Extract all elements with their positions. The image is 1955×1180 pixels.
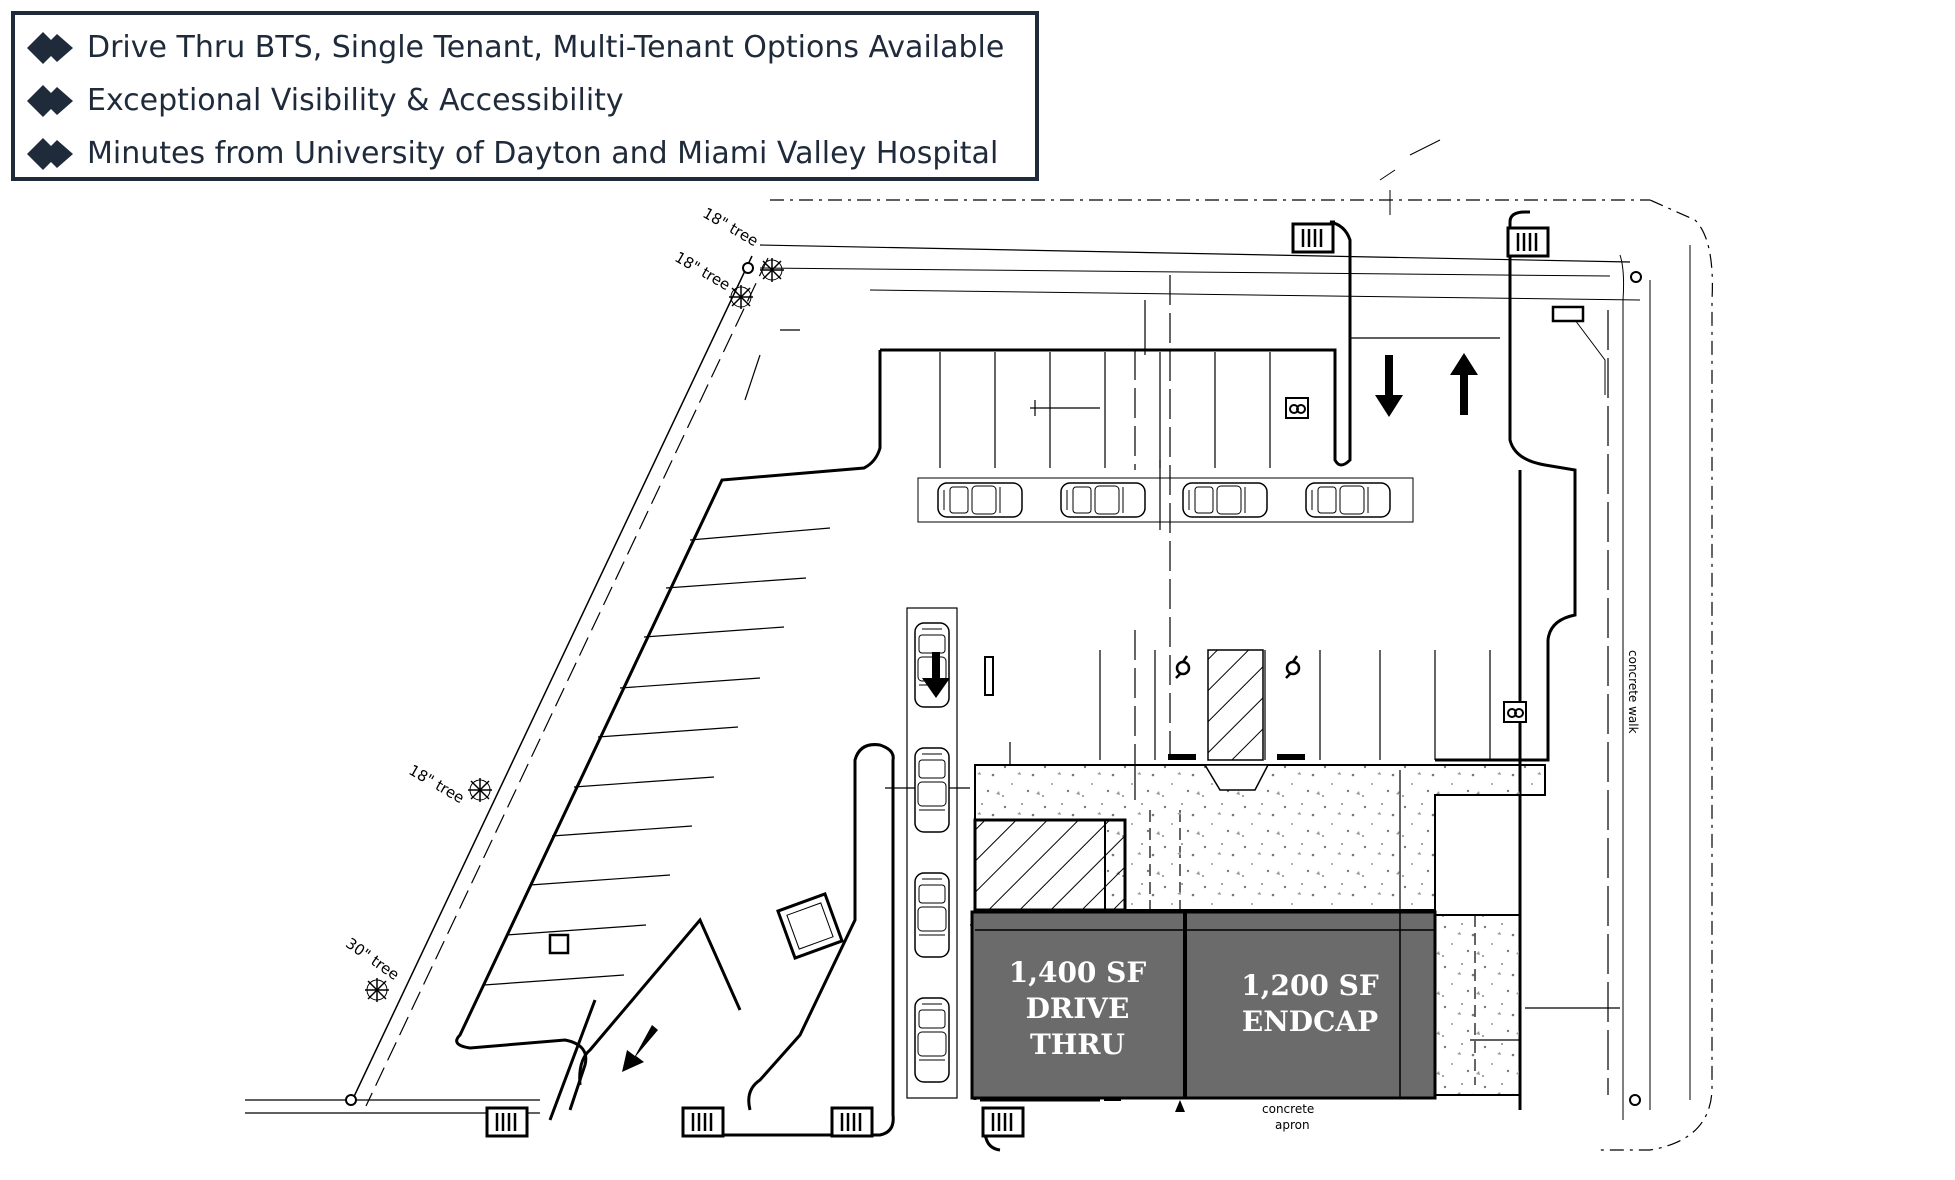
double-diamond-icon xyxy=(27,84,73,117)
highlight-item: Drive Thru BTS, Single Tenant, Multi-Ten… xyxy=(15,21,1035,74)
double-diamond-icon xyxy=(27,137,73,170)
parking-stripes xyxy=(483,300,1491,986)
highlight-text: Exceptional Visibility & Accessibility xyxy=(87,83,624,118)
unit-type-line: ENDCAP xyxy=(1241,1005,1379,1038)
highlight-text: Drive Thru BTS, Single Tenant, Multi-Ten… xyxy=(87,30,1005,65)
unit-label-endcap: 1,200 SF ENDCAP xyxy=(1200,968,1420,1040)
highlight-text: Minutes from University of Dayton and Mi… xyxy=(87,136,999,171)
sign-pad xyxy=(1551,305,1585,323)
unit-type-line: THRU xyxy=(1030,1028,1125,1061)
property-lines xyxy=(245,139,1713,1151)
light-poles xyxy=(345,262,1642,1106)
concrete-apron-label: apron xyxy=(1275,1118,1310,1132)
hatched-accessible-aisle xyxy=(1207,649,1264,761)
unit-label-drive-thru: 1,400 SF DRIVE THRU xyxy=(985,955,1170,1063)
highlight-item: Exceptional Visibility & Accessibility xyxy=(15,74,1035,127)
building-unit-endcap xyxy=(1183,910,1437,1100)
unit-type-line: DRIVE xyxy=(1025,992,1130,1025)
traffic-arrows xyxy=(622,353,1478,1072)
concrete-apron-label: concrete xyxy=(1262,1102,1315,1116)
dumpster-enclosure xyxy=(776,892,844,960)
highlights-box: Drive Thru BTS, Single Tenant, Multi-Ten… xyxy=(11,11,1039,181)
building-unit-drive-thru xyxy=(970,910,1187,1100)
unit-size: 1,200 SF xyxy=(1241,969,1379,1002)
unit-size: 1,400 SF xyxy=(1008,956,1147,989)
double-diamond-icon xyxy=(27,31,73,64)
curb-ramp xyxy=(1203,764,1270,791)
hatched-loading-area xyxy=(973,818,1127,912)
drive-thru-lane xyxy=(906,607,958,1099)
transformer-pad xyxy=(548,933,570,955)
concrete-walk-label: concrete walk xyxy=(1626,650,1640,734)
highlight-item: Minutes from University of Dayton and Mi… xyxy=(15,127,1035,180)
bike-rack-symbols xyxy=(1168,654,1305,760)
